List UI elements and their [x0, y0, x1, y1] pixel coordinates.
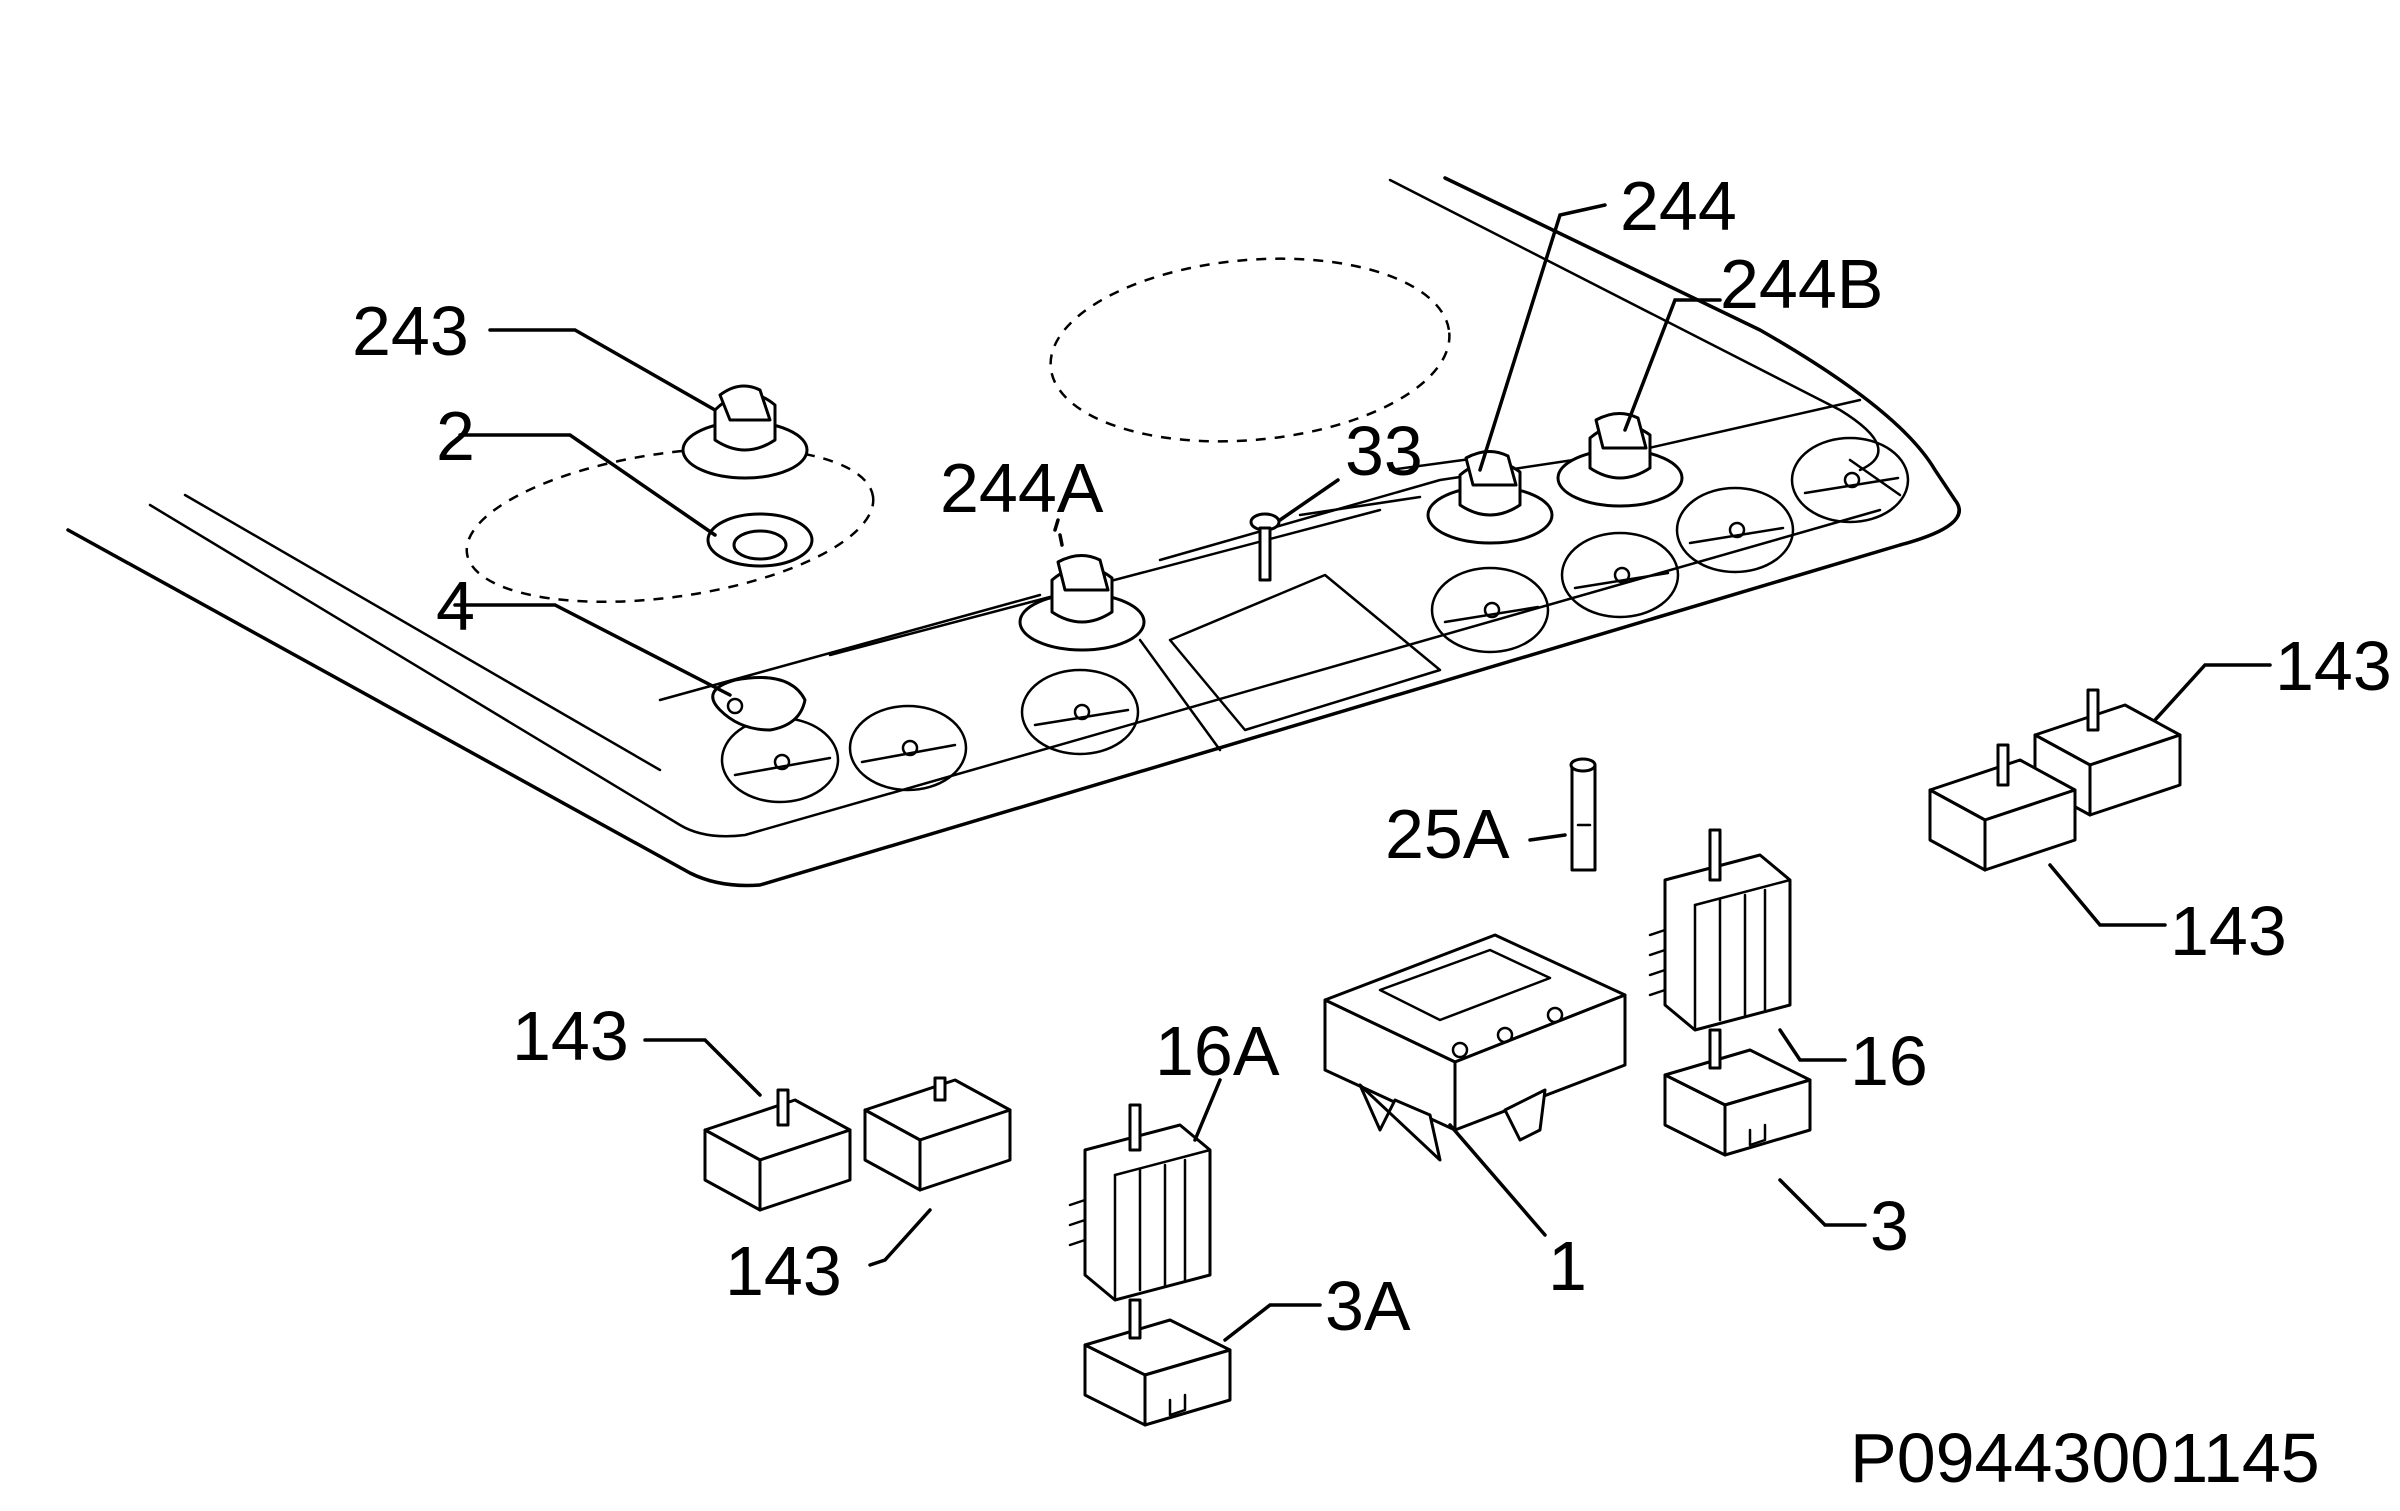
label-1: 1 [1548, 1227, 1587, 1305]
switch-16 [1648, 828, 1792, 1032]
knob-socket [848, 704, 968, 792]
label-143-left-top: 143 [512, 997, 629, 1075]
rod-25A [1569, 757, 1597, 872]
screw-33 [1249, 512, 1281, 582]
knob-244 [1426, 450, 1554, 545]
control-panel [66, 176, 1961, 888]
module-1 [1323, 933, 1627, 1162]
regulator-143-left-top [703, 1088, 852, 1212]
regulator-143-left-bottom [863, 1076, 1012, 1192]
regulator-143-right-bottom [1928, 743, 2077, 872]
label-143-right-bottom: 143 [2170, 892, 2287, 970]
label-33: 33 [1345, 412, 1423, 490]
label-16: 16 [1850, 1022, 1928, 1100]
knob-socket [1790, 436, 1910, 524]
thermostat-3A [1083, 1298, 1232, 1427]
label-4: 4 [436, 567, 475, 645]
label-3A: 3A [1325, 1267, 1411, 1345]
label-3: 3 [1870, 1187, 1909, 1265]
washer-2 [706, 512, 814, 568]
knob-244A [1018, 554, 1146, 652]
switch-16A [1068, 1103, 1212, 1302]
knob-243 [681, 384, 809, 480]
knob-socket [720, 716, 840, 804]
knob-socket [1560, 531, 1680, 619]
thermostat-3 [1663, 1028, 1812, 1157]
knob-socket [1675, 486, 1795, 574]
label-143-left-bottom: 143 [725, 1232, 842, 1310]
clip-4 [711, 676, 807, 732]
diagram-code: P09443001145 [1850, 1419, 2320, 1497]
label-243: 243 [352, 292, 469, 370]
label-244A: 244A [940, 449, 1104, 527]
label-2: 2 [436, 397, 475, 475]
label-25A: 25A [1385, 795, 1510, 873]
label-143-right-top: 143 [2275, 627, 2392, 705]
label-244: 244 [1620, 167, 1737, 245]
knob-244B [1556, 412, 1684, 508]
knob-socket [1430, 566, 1550, 654]
label-244B: 244B [1720, 245, 1883, 323]
label-16A: 16A [1155, 1012, 1280, 1090]
leader-lines [453, 203, 2272, 1342]
labels: 243 2 4 244A 33 244 244B 25A 143 143 16 … [352, 167, 2392, 1497]
knob-socket [1020, 668, 1140, 756]
